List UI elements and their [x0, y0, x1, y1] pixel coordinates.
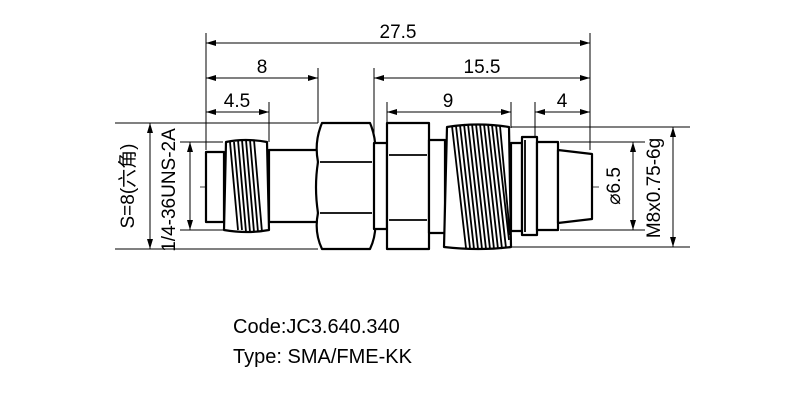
hex-body — [314, 121, 378, 251]
left-pin-body — [204, 150, 226, 224]
dim-right-section: 15.5 — [464, 57, 501, 78]
dim-overall: 27.5 — [380, 22, 417, 43]
dim-left-thread-spec: 1/4-36UNS-2A — [159, 128, 180, 252]
dim-tip: 4 — [557, 91, 568, 112]
dim-tip-diameter: ⌀6.5 — [604, 167, 625, 205]
connector-body — [204, 121, 594, 251]
dimension-labels: 27.5 8 15.5 4.5 9 4 S=8(六角) 1/4-36UNS-2A… — [117, 22, 665, 252]
dim-right-thread-spec: M8x0.75-6g — [644, 138, 665, 238]
spacer-ring — [372, 141, 389, 231]
product-code: Code:JC3.640.340 — [233, 316, 400, 338]
nut-shaft — [427, 138, 447, 235]
product-type: Type: SMA/FME-KK — [233, 346, 412, 368]
internal-lines — [229, 123, 526, 250]
dimension-lines — [147, 40, 676, 249]
small-ring — [509, 141, 524, 233]
tip — [556, 148, 594, 225]
dim-left-to-hex: 8 — [257, 57, 268, 78]
dim-hex-size: S=8(六角) — [117, 144, 139, 229]
rear-body — [535, 140, 560, 232]
dim-left-thread: 4.5 — [224, 91, 250, 112]
hex-nut — [385, 121, 431, 251]
left-shaft — [267, 148, 320, 224]
dim-right-thread: 9 — [443, 91, 454, 112]
